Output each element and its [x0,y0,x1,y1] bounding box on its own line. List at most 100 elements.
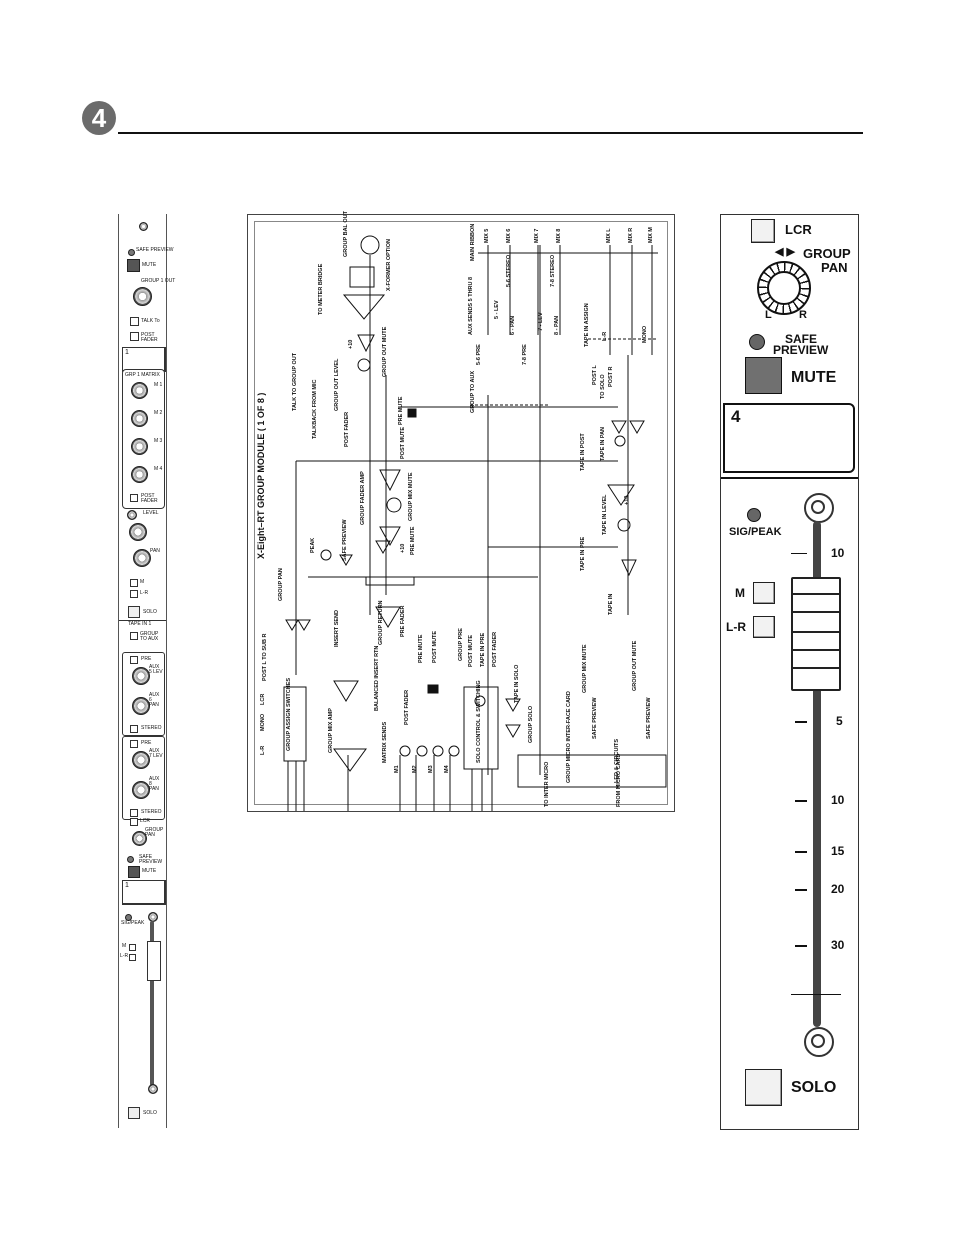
strip-stereo56-button[interactable] [130,725,138,733]
fader-cap-line [793,631,839,633]
strip-lcr-button[interactable] [130,818,138,826]
solo-button[interactable] [745,1069,782,1106]
label-group-pan: GROUP PAN [278,568,284,601]
scale-tick-20 [795,889,807,891]
strip-aux-78-section: PRE AUX 7 LEV AUX 8 PAN STEREO [122,736,165,820]
section-divider [721,477,858,479]
label-plus10-right: +10 [624,495,630,505]
strip-talk-to-button[interactable] [130,317,139,326]
group-pan-label-2: PAN [821,260,848,275]
label-group-out-level: GROUP OUT LEVEL [334,358,340,411]
strip-matrix-knob-2[interactable] [131,410,148,427]
strip-safe-preview-led [128,249,135,256]
label-lr-assign: L-R [602,331,608,341]
strip-level-knob[interactable] [129,523,147,541]
strip-group-out-knob[interactable] [133,287,152,306]
strip-pan-label: PAN [150,548,160,554]
strip-matrix-knob-1[interactable] [131,382,148,399]
strip-matrix-knob-4[interactable] [131,466,148,483]
strip-level-label: LEVEL [143,510,159,516]
strip-fader-cap[interactable] [147,941,161,981]
label-tape-in-pre: TAPE IN PRE [480,632,486,667]
strip-aux8-knob[interactable] [132,781,150,799]
strip-solo-button-2[interactable] [128,1107,140,1119]
solo-label: SOLO [791,1079,837,1096]
fader-top-screw-icon [804,493,834,523]
strip-lr-button-2[interactable] [129,954,136,961]
mute-button[interactable] [745,357,782,394]
strip-matrix-post-fader-button[interactable] [130,494,138,502]
pan-arrows-icon: ◀ ▶ [775,246,795,258]
strip-aux7-knob[interactable] [132,751,150,769]
fader-cap-line [793,593,839,595]
strip-matrix-knob-3[interactable] [131,438,148,455]
label-pre-mute: PRE MUTE [398,396,404,425]
label-mono: MONO [260,713,266,731]
strip-aux5-label: AUX 5 LEV [149,664,163,675]
m-button[interactable] [753,582,775,604]
strip-m-button-2[interactable] [129,944,136,951]
scale-label-5: 5 [836,714,843,728]
label-mixm: MIX M [648,227,654,243]
strip-m-button[interactable] [130,579,138,587]
strip-group-to-aux-button[interactable] [130,632,138,640]
strip-aux8-label: AUX 8 PAN [149,776,160,792]
label-pre56: 5-6 PRE [476,344,482,365]
fader-cap-line [793,611,839,613]
group-pan-label-1: GROUP [803,246,851,261]
group-pan-knob[interactable] [757,261,811,315]
strip-pre78-button[interactable] [130,740,138,748]
strip-sig-peak-label: SIG/PEAK [121,920,145,926]
strip-aux6-knob[interactable] [132,697,150,715]
label-group-out-mute: GROUP OUT MUTE [382,326,388,377]
label-lcr: LCR [260,693,266,705]
label-group-return: GROUP RETURN [378,600,384,645]
strip-aux5-knob[interactable] [132,667,150,685]
strip-pre78-label: PRE [141,740,152,746]
label-post-mute: POST MUTE [400,426,406,459]
lr-button[interactable] [753,616,775,638]
label-pre-fader: PRE FADER [400,605,406,637]
diagram-title: X-Eight–RT GROUP MODULE ( 1 OF 8 ) [256,392,266,559]
scale-label-20: 20 [831,882,845,896]
strip-lr-label: L-R [140,590,149,596]
strip-stereo78-button[interactable] [130,809,138,817]
sig-peak-led [747,508,761,522]
strip-channel-number-2: 1 [125,882,129,889]
label-post-r: POST R [608,366,614,387]
label-group-mix-mute: GROUP MIX MUTE [408,472,414,522]
group-pan-knob-cap [767,271,801,305]
strip-mute-button[interactable] [127,259,140,272]
strip-solo-button[interactable] [128,606,140,618]
label-aux-sends: AUX SENDS 5 THRU 8 [468,276,474,335]
label-m2: M2 [412,765,418,773]
strip-divider [119,620,166,621]
strip-post-fader-button[interactable] [130,332,139,341]
strip-group-pan-knob[interactable] [132,831,147,846]
strip-matrix-section: GRP 1 MATRIX M 1 M 2 M 3 M 4 POST FADER [122,369,165,509]
strip-pre56-label: PRE [141,656,152,662]
strip-pan-knob[interactable] [133,549,151,567]
scale-tick-5 [795,721,807,723]
fader-cap[interactable] [791,577,841,691]
strip-pre56-button[interactable] [130,656,138,664]
label-group-fader-amp: GROUP FADER AMP [360,471,366,525]
mute-label: MUTE [791,369,837,386]
label-pre-mute-2: PRE MUTE [410,526,416,555]
strip-lr-button[interactable] [130,590,138,598]
strip-matrix-header: GRP 1 MATRIX [125,372,160,378]
label-post-fader-3: POST FADER [492,631,498,667]
chapter-number-badge: 4 [82,101,116,135]
label-safe-preview: SAFE PREVIEW [342,519,348,561]
lcr-button[interactable] [751,219,775,243]
label-plus10-mid: +10 [400,543,406,553]
scribble-strip: 4 [723,403,855,473]
label-tape-in: TAPE IN [608,593,614,615]
strip-mute-button-2[interactable] [128,866,140,878]
strip-sig-peak-led [125,914,132,921]
m-label: M [735,586,745,600]
fader-slot [813,521,821,1027]
strip-channel-number: 1 [125,349,129,356]
label-from-micro-card: FROM MICRO CARD [616,753,622,807]
scale-label-15: 15 [831,844,845,858]
